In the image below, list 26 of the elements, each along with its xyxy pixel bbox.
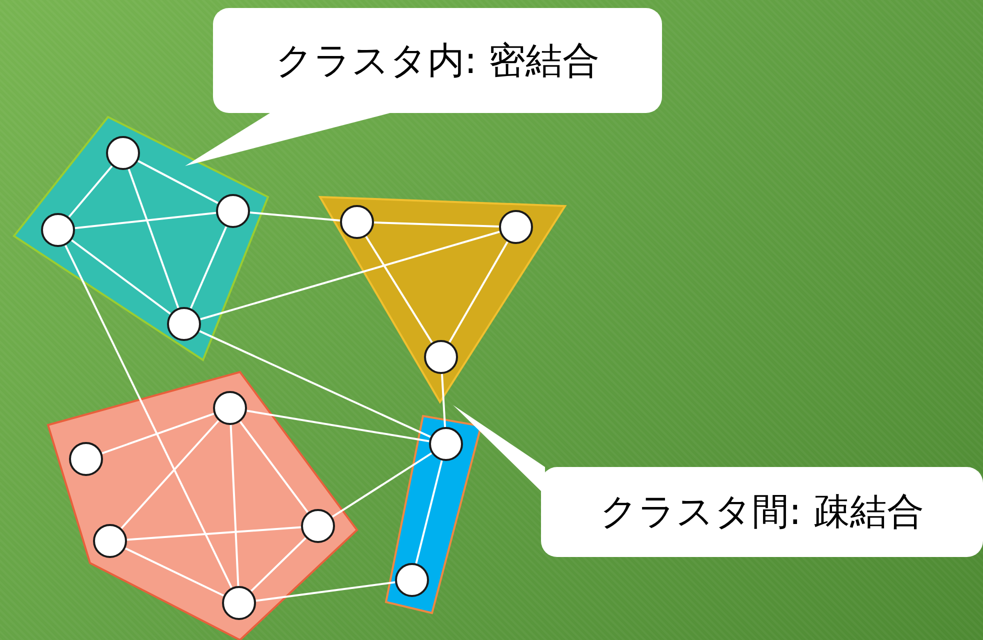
connector-line — [239, 421, 309, 513]
connector-line — [102, 412, 214, 454]
connector-line — [200, 230, 500, 320]
connector-line — [448, 241, 508, 343]
connector-line — [250, 212, 340, 222]
connector-line — [199, 330, 431, 438]
connector-line — [124, 547, 224, 597]
connector-line — [64, 244, 232, 588]
connector-line — [374, 222, 500, 228]
connector-line — [74, 212, 216, 230]
connector-line — [256, 581, 396, 602]
connector-line — [138, 160, 218, 204]
callout-bubble: クラスタ間: 疎結合 — [453, 405, 983, 557]
connector-line — [71, 239, 171, 315]
connector-line — [440, 374, 446, 428]
connector-line — [246, 410, 430, 442]
connector-line — [415, 460, 443, 564]
connector-line — [230, 424, 240, 586]
connector-line — [128, 168, 180, 308]
connector-line — [332, 452, 432, 518]
connector-line — [190, 226, 228, 309]
connector-line — [68, 165, 113, 218]
connector-line — [120, 420, 220, 530]
connector-line — [126, 526, 302, 541]
connector-line — [250, 537, 307, 592]
connector-line — [365, 236, 433, 344]
